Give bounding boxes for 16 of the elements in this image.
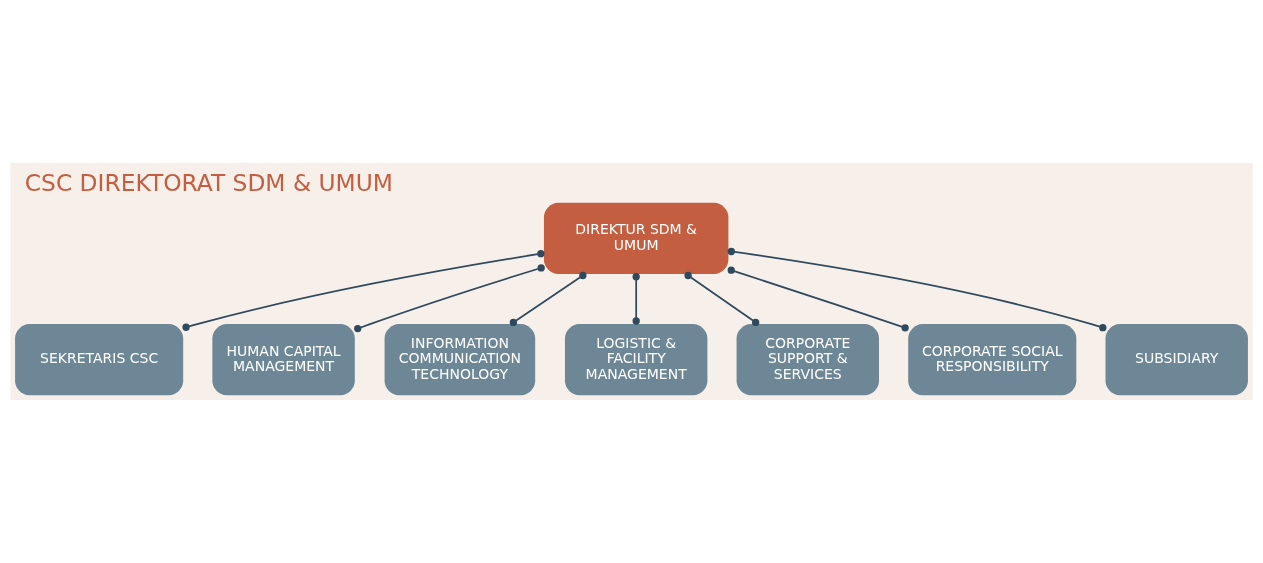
connector — [509, 271, 587, 327]
node-box: DIREKTUR SDM & UMUM — [543, 202, 729, 274]
connector — [354, 264, 545, 333]
node-box: INFORMATION COMMUNICATION TECHNOLOGY — [384, 324, 536, 396]
connector — [684, 271, 760, 327]
node-box: SUBSIDIARY — [1105, 324, 1248, 396]
connector — [632, 273, 640, 325]
node-box: HUMAN CAPITAL MANAGEMENT — [212, 324, 355, 396]
connector — [182, 250, 545, 331]
node-box: CORPORATE SOCIAL RESPONSIBILITY — [908, 324, 1077, 396]
connector — [727, 247, 1107, 332]
node-box: LOGISTIC & FACILITY MANAGEMENT — [564, 324, 708, 396]
connector — [727, 266, 909, 332]
node-box: SEKRETARIS CSC — [15, 324, 184, 396]
node-box: CORPORATE SUPPORT & SERVICES — [736, 324, 879, 396]
diagram-title: CSC DIREKTORAT SDM & UMUM — [24, 169, 393, 198]
